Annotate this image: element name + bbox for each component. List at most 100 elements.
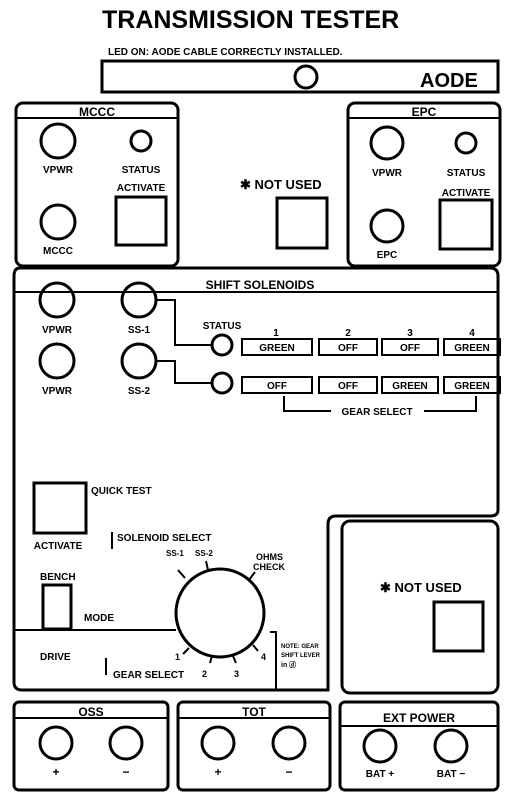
ss2-gear4-state: GREEN <box>454 381 490 392</box>
mccc-title: MCCC <box>79 105 115 119</box>
epc-frame <box>346 101 502 268</box>
right-unused-frame <box>340 519 500 695</box>
mccc-jack[interactable] <box>39 203 77 241</box>
ss2-gear4-cell <box>443 376 501 394</box>
aode-led-note: LED ON: AODE CABLE CORRECTLY INSTALLED. <box>108 47 343 58</box>
bat-plus-jack[interactable] <box>362 728 398 764</box>
shift-vpwr2-jack[interactable] <box>38 342 76 380</box>
shift-status-label: STATUS <box>203 321 242 332</box>
ss1-gear4-state: GREEN <box>454 343 490 354</box>
shift-vpwr1-label: VPWR <box>42 325 73 336</box>
tot-minus-label: − <box>285 765 292 779</box>
ohms-check-label-2: CHECK <box>253 562 286 572</box>
gear-pos-3: 3 <box>234 669 239 679</box>
aode-label: AODE <box>420 70 478 92</box>
ss1-gear2-state: OFF <box>338 343 358 354</box>
ss2-label: SS-2 <box>128 386 151 397</box>
solenoid-select-label: SOLENOID SELECT <box>117 533 211 544</box>
ss1-wire <box>156 299 212 346</box>
note-line-2: SHIFT LEVER <box>281 653 321 659</box>
ss1-gear2-cell <box>318 338 378 356</box>
ss2-gear2-cell <box>318 376 378 394</box>
note-bracket <box>270 631 277 690</box>
gear-col-4: 4 <box>469 328 475 339</box>
bench-label: BENCH <box>40 572 76 583</box>
mccc-frame <box>14 101 180 268</box>
center-not-used-label: ✱ NOT USED <box>240 177 322 192</box>
mode-label: MODE <box>84 613 114 624</box>
gear-pos-1: 1 <box>175 652 180 662</box>
gear-pos-4: 4 <box>261 652 266 662</box>
ss1-jack[interactable] <box>120 281 158 319</box>
right-unused-button[interactable] <box>432 600 485 653</box>
ss1-status-led <box>210 333 234 357</box>
mode-switch[interactable] <box>41 583 73 631</box>
ss2-wire <box>156 360 212 384</box>
oss-plus-label: + <box>52 765 59 779</box>
epc-status-label: STATUS <box>447 168 486 179</box>
ss2-gear2-state: OFF <box>338 381 358 392</box>
gear-select-caption: GEAR SELECT <box>341 407 412 418</box>
oss-minus-jack[interactable] <box>108 725 144 761</box>
gear-select-bracket-left <box>283 396 331 412</box>
ext-power-title: EXT POWER <box>383 711 455 725</box>
tot-plus-label: + <box>214 765 221 779</box>
ss1-gear4-cell <box>443 338 501 356</box>
gear-col-1: 1 <box>273 328 279 339</box>
note-line-3: in ⓓ <box>281 660 296 669</box>
mccc-status-label: STATUS <box>122 165 161 176</box>
ss2-status-led <box>210 371 234 395</box>
epc-vpwr-jack[interactable] <box>369 125 405 161</box>
quick-test-button[interactable] <box>32 481 88 535</box>
note-line-1: NOTE: GEAR <box>281 644 319 650</box>
gear-pos-2: 2 <box>202 669 207 679</box>
ss1-gear3-cell <box>381 338 439 356</box>
epc-activate-button[interactable] <box>438 198 494 251</box>
mccc-activate-button[interactable] <box>114 195 168 247</box>
shift-vpwr1-jack[interactable] <box>38 281 76 319</box>
mccc-vpwr-label: VPWR <box>43 165 74 176</box>
ext-power-frame <box>338 700 500 792</box>
gear-table: 1 2 3 4 GREEN OFF OFF GREEN OFF OFF GREE… <box>241 328 501 418</box>
panel-title: TRANSMISSION TESTER <box>102 6 399 34</box>
tot-plus-jack[interactable] <box>200 725 236 761</box>
mccc-jack-label: MCCC <box>43 246 73 257</box>
tot-minus-jack[interactable] <box>271 725 307 761</box>
tot-title: TOT <box>242 705 266 719</box>
ss2-jack[interactable] <box>120 342 158 380</box>
epc-status-led <box>454 131 478 155</box>
drive-label: DRIVE <box>40 652 71 663</box>
gear-col-2: 2 <box>345 328 351 339</box>
ss1-gear3-state: OFF <box>400 343 420 354</box>
gear-select-bracket-right <box>424 396 477 412</box>
oss-plus-jack[interactable] <box>38 725 74 761</box>
epc-jack[interactable] <box>369 208 405 244</box>
ss1-label: SS-1 <box>128 325 151 336</box>
shift-solenoids-title: SHIFT SOLENOIDS <box>206 278 315 292</box>
ss2-gear1-cell <box>241 376 313 394</box>
oss-frame <box>12 700 170 792</box>
epc-title: EPC <box>412 105 437 119</box>
right-not-used-label: ✱ NOT USED <box>380 580 462 595</box>
epc-activate-label: ACTIVATE <box>442 188 491 199</box>
quick-test-label: QUICK TEST <box>91 486 152 497</box>
epc-vpwr-label: VPWR <box>372 168 403 179</box>
aode-led <box>293 64 319 90</box>
shift-vpwr2-label: VPWR <box>42 386 73 397</box>
mccc-activate-label: ACTIVATE <box>117 183 166 194</box>
quick-test-activate-label: ACTIVATE <box>34 541 83 552</box>
oss-title: OSS <box>78 705 103 719</box>
ohms-check-label-1: OHMS <box>256 552 283 562</box>
gear-col-3: 3 <box>407 328 413 339</box>
tot-frame <box>176 700 332 792</box>
ss2-gear1-state: OFF <box>267 381 287 392</box>
center-unused-button[interactable] <box>275 196 329 250</box>
bat-minus-jack[interactable] <box>433 728 469 764</box>
mode-selector-knob[interactable] <box>174 567 266 659</box>
mccc-vpwr-jack[interactable] <box>39 122 77 160</box>
ss1-position-label: SS-1 <box>166 549 184 558</box>
epc-jack-label: EPC <box>377 250 398 261</box>
bat-plus-label: BAT + <box>366 769 395 780</box>
shift-solenoids-frame <box>12 266 500 692</box>
